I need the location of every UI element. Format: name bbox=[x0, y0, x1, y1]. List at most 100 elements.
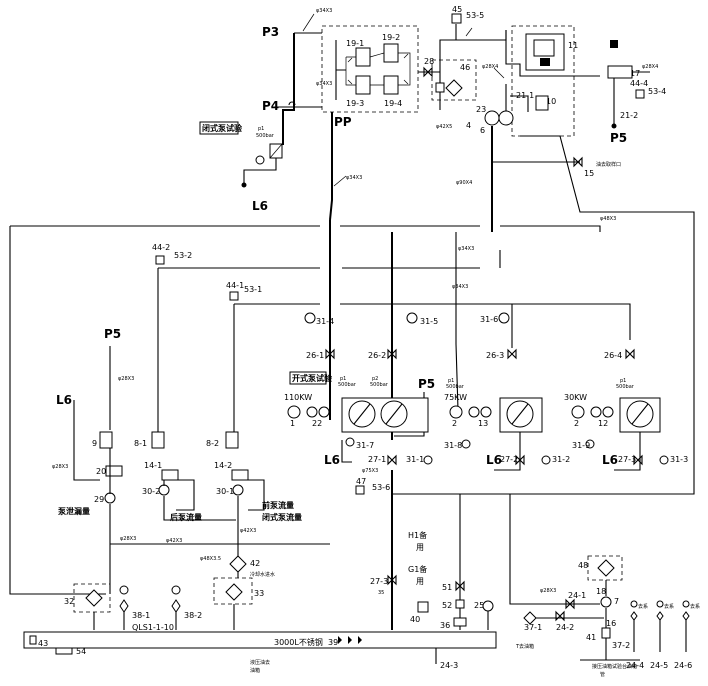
label-27-3: 27-3 bbox=[618, 455, 636, 464]
label-p1: p1 bbox=[340, 376, 346, 382]
pump-23-icon bbox=[484, 110, 500, 126]
relief-8-2-icon bbox=[225, 431, 239, 449]
pipe-size-label: φ28X3 bbox=[118, 376, 134, 382]
label-24-3: 24-3 bbox=[440, 661, 458, 670]
coupling-icon bbox=[590, 406, 602, 418]
tank-drain-54 bbox=[55, 647, 73, 655]
pipe-l6-left bbox=[73, 400, 100, 481]
valves-24-right bbox=[630, 600, 690, 652]
check-valve-icon bbox=[255, 155, 265, 165]
label-44-2: 44-2 bbox=[152, 243, 170, 252]
label-54: 54 bbox=[76, 647, 86, 656]
label-45: 45 bbox=[452, 5, 462, 14]
label-51: 51 bbox=[442, 583, 452, 592]
label-26-3: 26-3 bbox=[486, 351, 504, 360]
motor-2b-icon bbox=[571, 405, 585, 419]
gauge-31-5-icon bbox=[406, 312, 418, 324]
label-19-3: 19-3 bbox=[346, 99, 364, 108]
leader-line bbox=[493, 67, 505, 79]
label-23: 23 bbox=[476, 105, 486, 114]
label-26-2: 26-2 bbox=[368, 351, 386, 360]
label-24-1: 24-1 bbox=[568, 591, 586, 600]
valve-14-1-icon bbox=[161, 469, 179, 481]
label-53-2: 53-2 bbox=[174, 251, 192, 260]
label-27-2: 27-2 bbox=[500, 455, 518, 464]
pipe-big-loop-left bbox=[9, 226, 106, 595]
valve-51-icon bbox=[455, 580, 465, 592]
label-31-6: 31-6 bbox=[480, 315, 498, 324]
label-31-9: 31-9 bbox=[572, 441, 590, 450]
coupling-icon bbox=[602, 406, 614, 418]
label-53-6: 53-6 bbox=[372, 483, 390, 492]
label-cooling-water: 冷却水进水 bbox=[250, 571, 275, 578]
label-p1: p1 bbox=[448, 378, 454, 384]
label-38-1: 38-1 bbox=[132, 611, 150, 620]
label-52: 52 bbox=[442, 601, 452, 610]
label-pump-c: 去系 bbox=[690, 603, 700, 610]
port-dot-icon bbox=[241, 182, 247, 188]
label-53-1: 53-1 bbox=[244, 285, 262, 294]
label-26-1: 26-1 bbox=[306, 351, 324, 360]
pipe-size-label: φ28X3 bbox=[120, 536, 136, 542]
label-44-4: 44-4 bbox=[630, 79, 648, 88]
label-31-4: 31-4 bbox=[316, 317, 334, 326]
label-16: 16 bbox=[606, 619, 616, 628]
label-110kw: 110KW bbox=[284, 393, 312, 402]
gauge-44-4-icon bbox=[635, 89, 645, 99]
pipe-11 bbox=[505, 30, 600, 77]
label-10: 10 bbox=[546, 97, 556, 106]
label-motor-2: 2 bbox=[452, 419, 457, 428]
pipe-p3 bbox=[282, 33, 295, 145]
pump-diag bbox=[511, 403, 529, 425]
label-l6-c: L6 bbox=[602, 453, 618, 467]
label-24-4: 24-4 bbox=[626, 661, 644, 670]
coupling-icon bbox=[318, 406, 330, 418]
valve-14-2-icon bbox=[231, 469, 249, 481]
label-33: 33 bbox=[254, 589, 264, 598]
gauge-44-2-icon bbox=[155, 255, 165, 265]
label-31-3: 31-3 bbox=[670, 455, 688, 464]
filter-37-2-icon bbox=[601, 627, 611, 639]
relief-8-1-icon bbox=[151, 431, 165, 449]
label-closed-pump-test: 闭式泵试验 bbox=[202, 123, 243, 133]
pipe-30kw-out bbox=[614, 432, 641, 471]
label-8-2: 8-2 bbox=[206, 439, 219, 448]
label-46: 46 bbox=[460, 63, 470, 72]
gauge-31-1-icon bbox=[423, 455, 433, 465]
label-14-2: 14-2 bbox=[214, 461, 232, 470]
label-test-bench-b: 管 bbox=[600, 671, 605, 678]
filter-33-icon bbox=[225, 583, 243, 601]
label-30kw: 30KW bbox=[564, 393, 587, 402]
valve-27-3-icon bbox=[633, 454, 643, 466]
pipe-16-down bbox=[580, 608, 640, 661]
label-500bar: 500bar bbox=[446, 384, 465, 390]
label-tank: 3000L不锈钢 bbox=[274, 637, 323, 647]
label-27-3b: 27-3 bbox=[370, 577, 388, 586]
cooler-42-icon bbox=[229, 555, 247, 573]
label-6: 6 bbox=[480, 126, 485, 135]
bishi-label-box bbox=[199, 121, 239, 135]
label-p2: p2 bbox=[372, 376, 378, 382]
label-rear-flow: 后泵流量 bbox=[170, 512, 202, 522]
label-20: 20 bbox=[96, 467, 106, 476]
filter-48-icon bbox=[597, 559, 615, 577]
tank-indicator-43 bbox=[29, 635, 37, 645]
valve-20-icon bbox=[105, 465, 123, 477]
label-500bar: 500bar bbox=[256, 133, 275, 139]
label-p4: P4 bbox=[262, 99, 279, 113]
valve-15-icon bbox=[573, 156, 583, 168]
pipe-top-right bbox=[456, 30, 507, 41]
label-test-bench: 接压油箱试验台油箱 bbox=[592, 663, 637, 670]
component-11-inner bbox=[533, 39, 555, 57]
label-39: 39 bbox=[328, 638, 338, 647]
label-35: 35 bbox=[378, 590, 384, 596]
gauge-47-icon bbox=[355, 485, 365, 495]
gauge-31-4-icon bbox=[304, 312, 316, 324]
label-37-2: 37-2 bbox=[612, 641, 630, 650]
label-53-5: 53-5 bbox=[466, 11, 484, 20]
gauge-31-3-icon bbox=[659, 455, 669, 465]
label-l6-left: L6 bbox=[56, 393, 72, 407]
label-19-2: 19-2 bbox=[382, 33, 400, 42]
pipe-size-label: φ42X3 bbox=[166, 538, 182, 544]
label-42: 42 bbox=[250, 559, 260, 568]
